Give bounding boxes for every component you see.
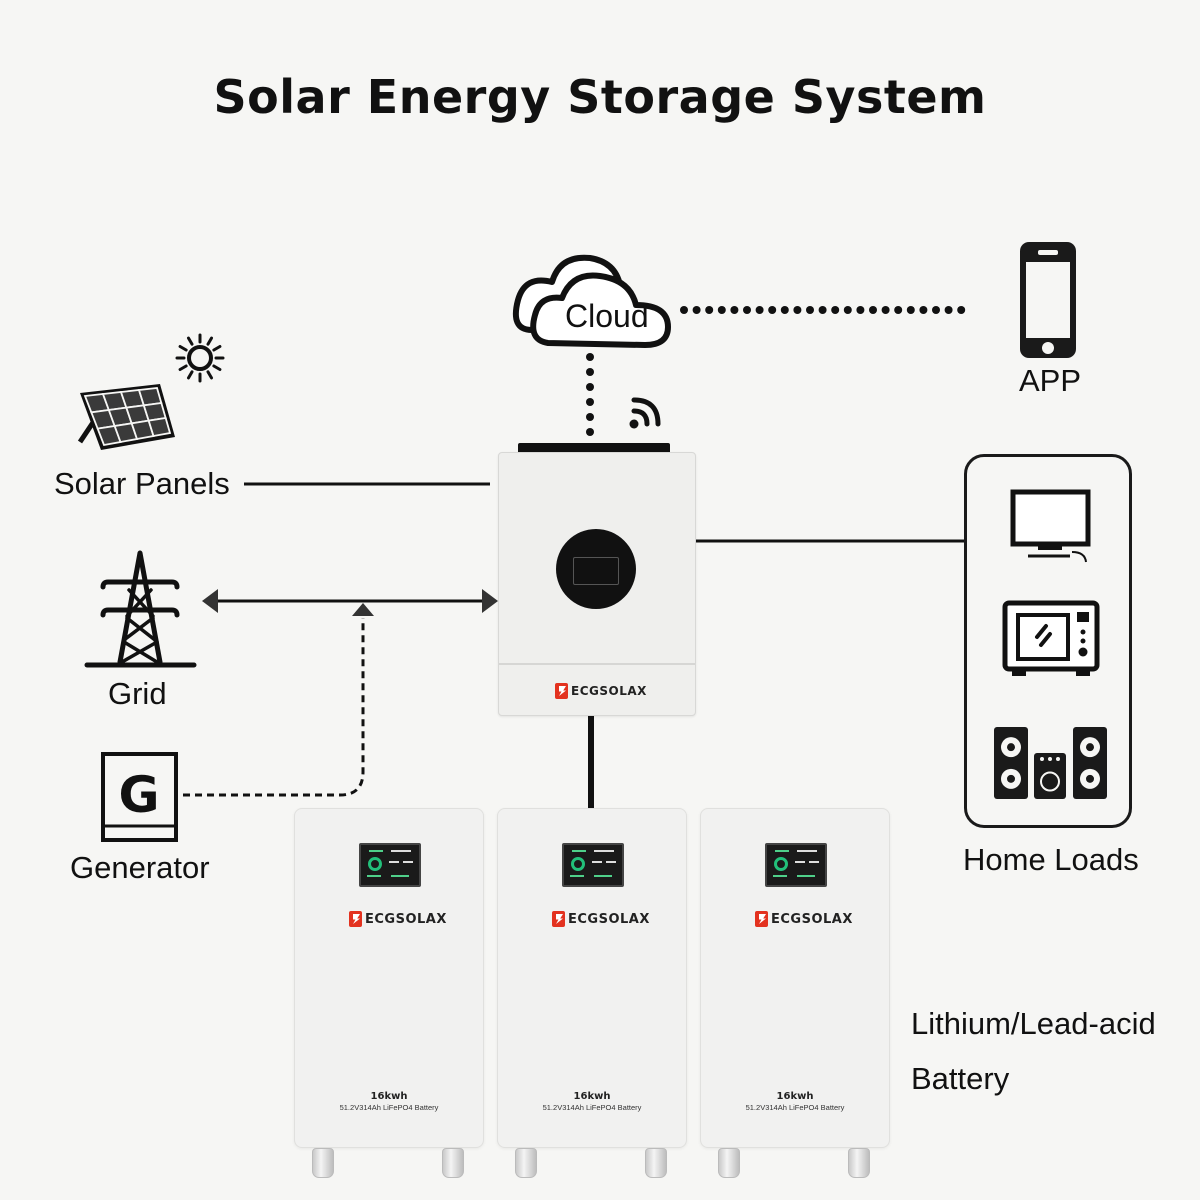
grid-label: Grid	[108, 676, 167, 711]
battery-bms-screen	[765, 843, 827, 887]
inverter-display	[556, 529, 636, 609]
wifi-icon	[629, 397, 661, 429]
battery-brand: ECGSOLAX	[552, 911, 650, 927]
battery-type-label-line1: Lithium/Lead-acid	[911, 1006, 1156, 1041]
brand-logo-icon	[349, 911, 362, 927]
cloud-inverter-dots	[586, 353, 594, 436]
cloud-label: Cloud	[565, 298, 649, 334]
sun-icon	[175, 333, 225, 383]
solar-panel-icon	[77, 384, 175, 450]
battery-bms-screen	[359, 843, 421, 887]
battery-spec: 51.2V314Ah LiFePO4 Battery	[339, 1103, 439, 1112]
solar-panels-label: Solar Panels	[54, 466, 230, 501]
tv-icon	[1010, 489, 1091, 563]
battery-type-label-line2: Battery	[911, 1061, 1010, 1096]
page-title: Solar Energy Storage System	[213, 70, 987, 124]
smartphone-icon	[1020, 242, 1076, 358]
brand-logo-icon	[755, 911, 768, 927]
grid-arrow-right	[482, 589, 498, 613]
battery-wheel	[515, 1148, 537, 1178]
grid-arrow-left	[202, 589, 218, 613]
generator-arrow-up	[352, 603, 374, 616]
generator-label: Generator	[70, 850, 210, 885]
generator-connection-line	[183, 618, 365, 797]
battery-brand: ECGSOLAX	[349, 911, 447, 927]
battery-wheel	[442, 1148, 464, 1178]
battery-wheel	[645, 1148, 667, 1178]
battery-brand: ECGSOLAX	[755, 911, 853, 927]
generator-icon: G	[101, 752, 178, 842]
battery-wheel	[718, 1148, 740, 1178]
battery-wheel	[312, 1148, 334, 1178]
battery-capacity: 16kwh	[370, 1091, 408, 1102]
battery-wheel	[848, 1148, 870, 1178]
battery-spec: 51.2V314Ah LiFePO4 Battery	[542, 1103, 642, 1112]
battery-bms-screen	[562, 843, 624, 887]
generator-glyph: G	[118, 766, 159, 824]
brand-logo-icon	[555, 683, 568, 699]
hybrid-inverter: ECGSOLAX	[498, 452, 696, 716]
cloud-icon	[512, 254, 671, 348]
cloud-app-dots	[680, 306, 966, 314]
battery-capacity: 16kwh	[776, 1091, 814, 1102]
brand-logo-icon	[552, 911, 565, 927]
speakers-icon	[994, 727, 1107, 799]
battery-capacity: 16kwh	[573, 1091, 611, 1102]
microwave-icon	[1002, 600, 1100, 676]
inverter-brand: ECGSOLAX	[555, 683, 647, 699]
home-loads-label: Home Loads	[963, 842, 1139, 877]
battery-spec: 51.2V314Ah LiFePO4 Battery	[745, 1103, 845, 1112]
app-label[interactable]: APP	[1019, 363, 1082, 398]
home-loads-box	[964, 454, 1132, 828]
transmission-tower-icon	[84, 550, 197, 668]
